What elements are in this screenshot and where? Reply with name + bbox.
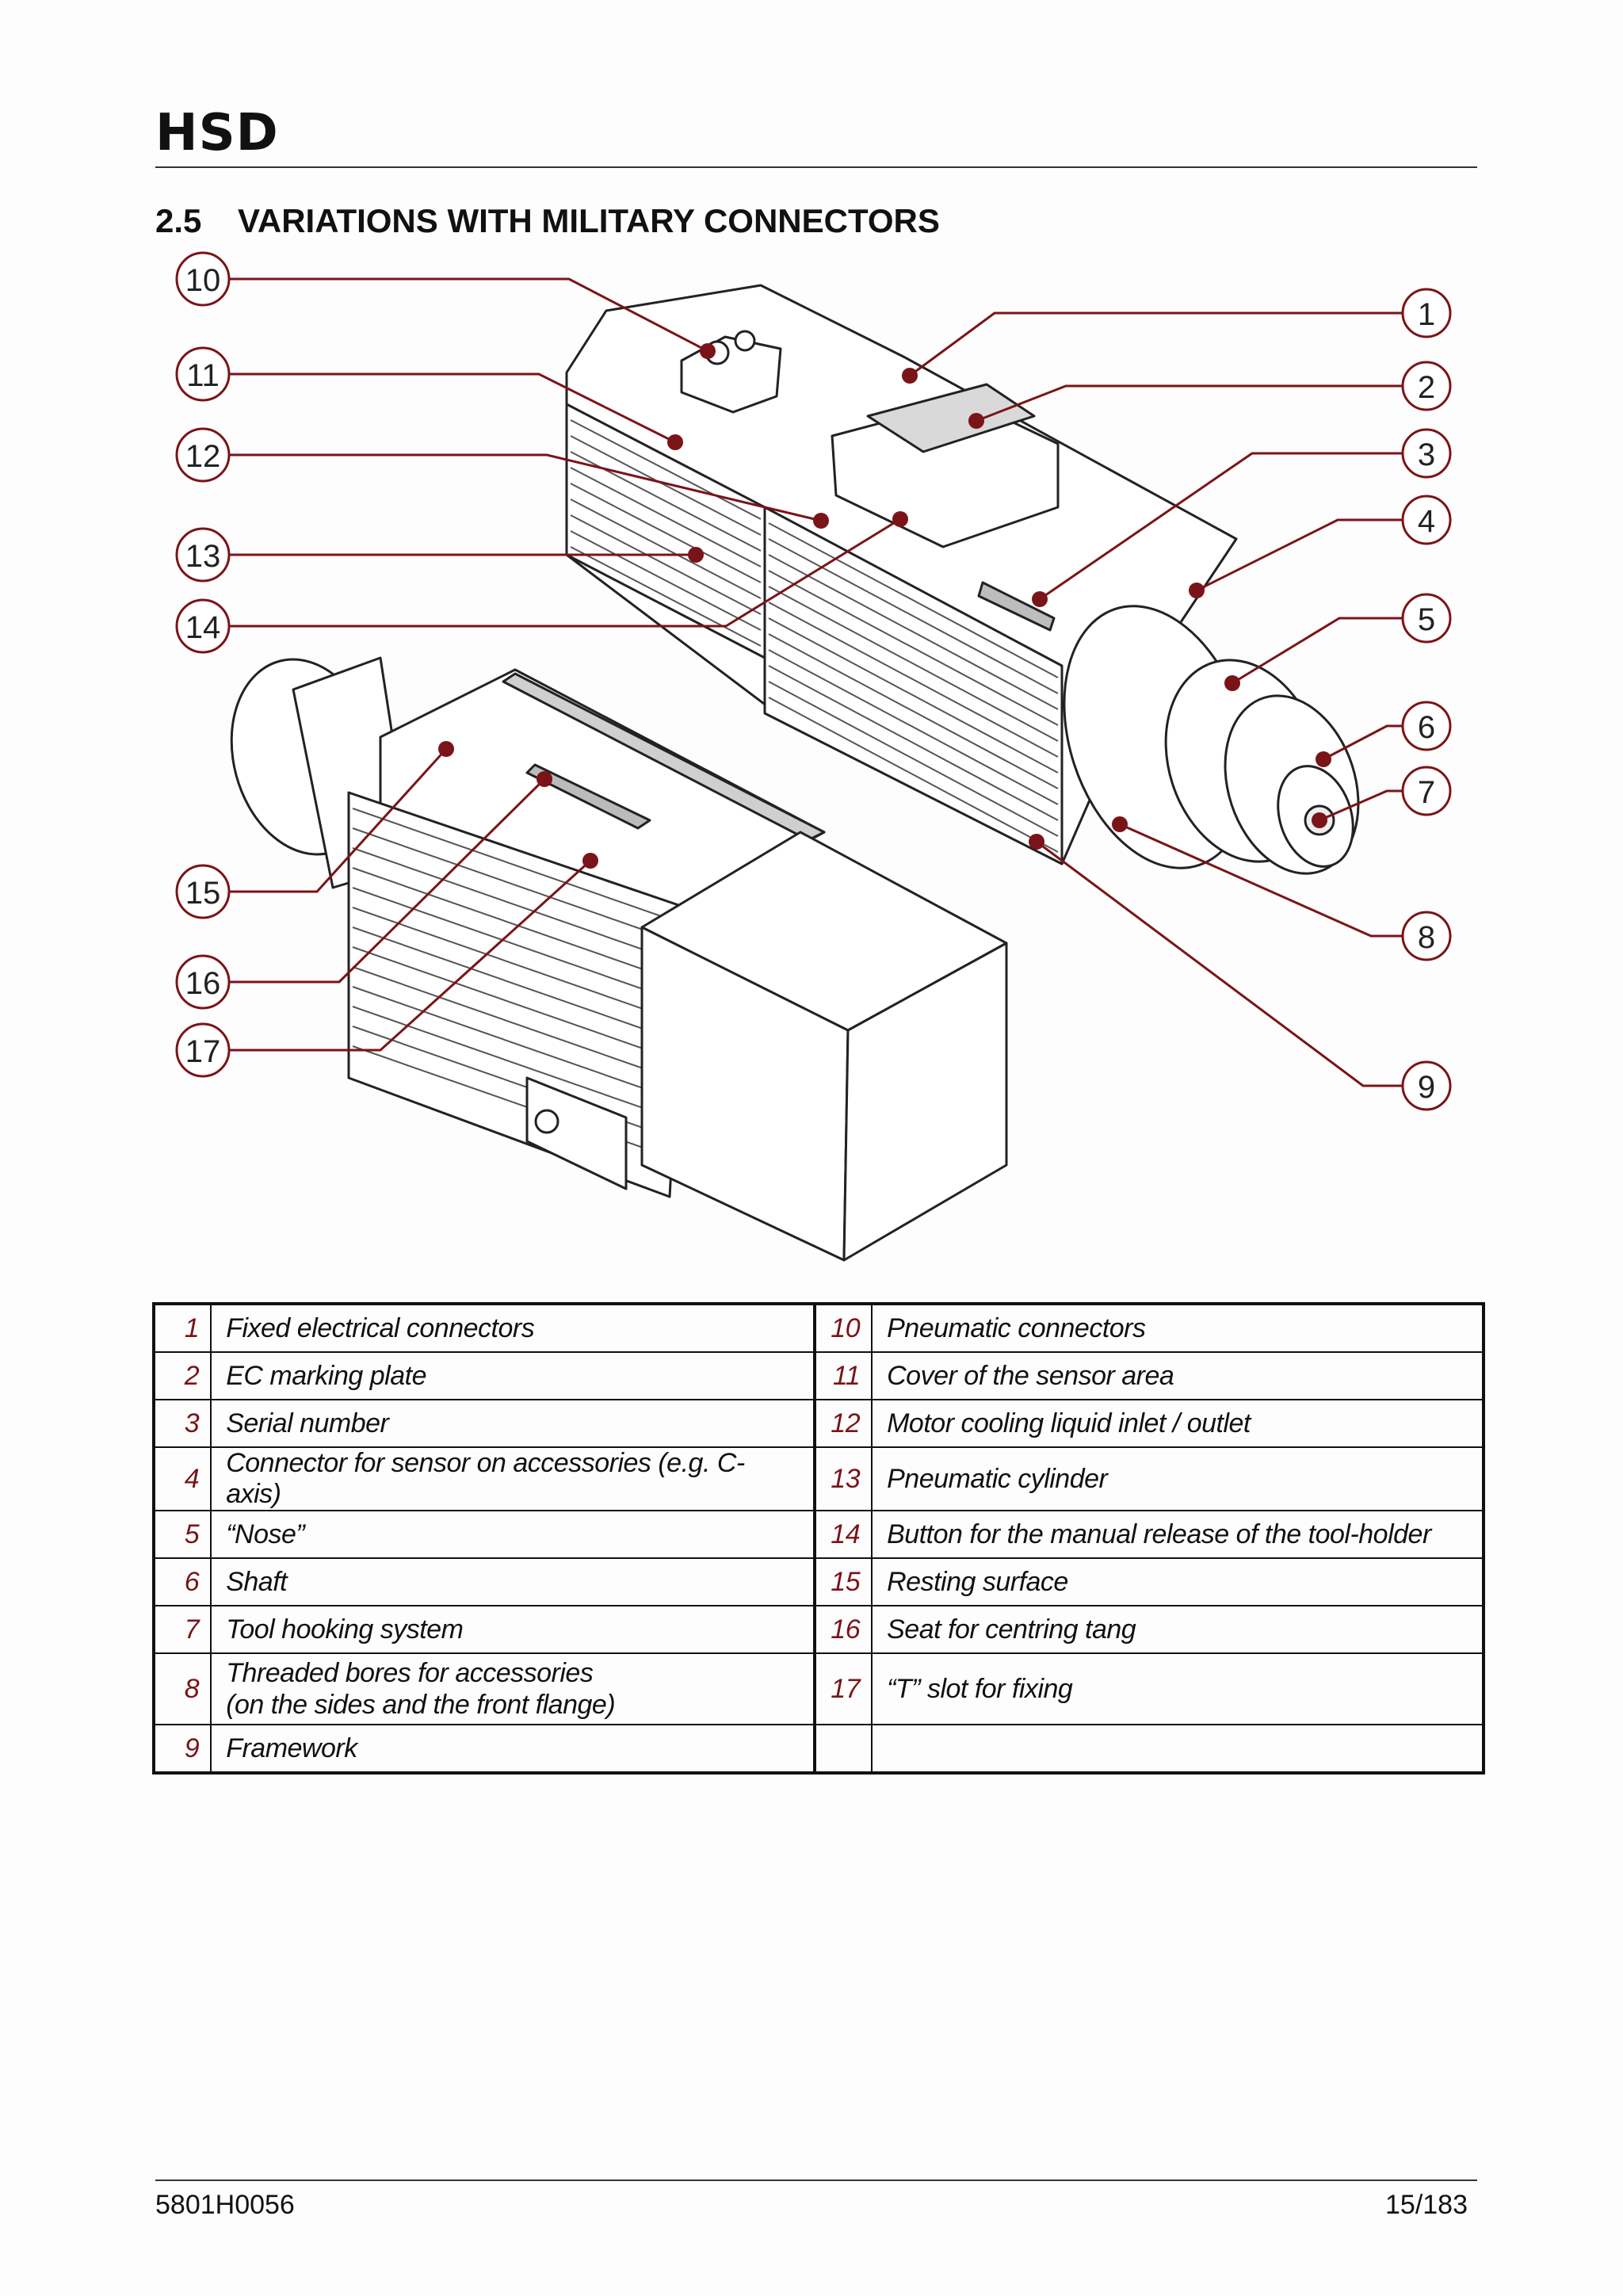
item-number: 15: [813, 1557, 873, 1606]
item-number: 13: [813, 1446, 873, 1511]
callout-11: 11: [186, 358, 220, 393]
page-number: 15/183: [1385, 2190, 1468, 2220]
spindle-figure: 1 2 3 4 5 6 7 8 9 10 11 12 13 14 15 16 1…: [0, 246, 1623, 1284]
item-number: 14: [813, 1510, 873, 1559]
item-description-line2: (on the sides and the front flange): [226, 1690, 616, 1720]
main-fins: [768, 522, 1059, 853]
item-description: Connector for sensor on accessories (e.g…: [210, 1446, 816, 1511]
item-description: Resting surface: [871, 1557, 1484, 1606]
item-number: 8: [152, 1652, 212, 1725]
table-row: 1 Fixed electrical connectors 10 Pneumat…: [152, 1303, 1484, 1353]
item-description: Pneumatic cylinder: [871, 1446, 1484, 1511]
callout-3: 3: [1418, 437, 1435, 472]
item-description: Seat for centring tang: [871, 1605, 1484, 1654]
callout-1: 1: [1418, 297, 1435, 332]
table-row: 6 Shaft 15 Resting surface: [152, 1557, 1484, 1606]
upper-spindle-drawing: [565, 284, 1360, 875]
item-description: Motor cooling liquid inlet / outlet: [871, 1399, 1484, 1448]
callout-4: 4: [1418, 504, 1435, 539]
item-description: [871, 1724, 1484, 1774]
item-description-line1: Threaded bores for accessories: [226, 1658, 594, 1688]
item-description: Fixed electrical connectors: [210, 1303, 816, 1353]
item-number: 17: [813, 1652, 873, 1725]
table-row: 4 Connector for sensor on accessories (e…: [152, 1446, 1484, 1511]
callout-2: 2: [1418, 370, 1435, 405]
table-row: 7 Tool hooking system 16 Seat for centri…: [152, 1605, 1484, 1654]
header-rule: [155, 166, 1477, 168]
table-row: 5 “Nose” 14 Button for the manual releas…: [152, 1510, 1484, 1559]
callout-5: 5: [1418, 602, 1435, 637]
lower-spindle-drawing: [230, 656, 1008, 1262]
item-number: 9: [152, 1724, 212, 1774]
item-description: Shaft: [210, 1557, 816, 1606]
legend-table: 1 Fixed electrical connectors 10 Pneumat…: [152, 1302, 1485, 1775]
item-description: Button for the manual release of the too…: [871, 1510, 1484, 1559]
item-number: 7: [152, 1605, 212, 1654]
callout-13: 13: [185, 539, 221, 574]
callout-6: 6: [1418, 710, 1435, 745]
table-row: 9 Framework: [152, 1724, 1484, 1774]
item-number: 4: [152, 1446, 212, 1511]
callout-12: 12: [185, 439, 221, 474]
item-description: “Nose”: [210, 1510, 816, 1559]
callout-circles: [175, 251, 1452, 1111]
item-number: [813, 1724, 873, 1774]
callout-15: 15: [185, 876, 221, 911]
hsd-logo: HSD: [155, 104, 279, 162]
callout-8: 8: [1418, 920, 1435, 955]
item-description: EC marking plate: [210, 1351, 816, 1400]
callout-10: 10: [185, 263, 221, 298]
callout-14: 14: [185, 610, 221, 645]
item-number: 16: [813, 1605, 873, 1654]
table-row: 3 Serial number 12 Motor cooling liquid …: [152, 1399, 1484, 1448]
callout-9: 9: [1418, 1070, 1435, 1105]
table-row: 8 Threaded bores for accessories (on the…: [152, 1652, 1484, 1725]
callout-labels: 1 2 3 4 5 6 7 8 9 10 11 12 13 14 15 16 1…: [185, 263, 1435, 1105]
item-description: Threaded bores for accessories (on the s…: [210, 1652, 816, 1725]
item-number: 2: [152, 1351, 212, 1400]
item-description: Cover of the sensor area: [871, 1351, 1484, 1400]
item-number: 1: [152, 1303, 212, 1353]
table-row: 2 EC marking plate 11 Cover of the senso…: [152, 1351, 1484, 1400]
item-description: Pneumatic connectors: [871, 1303, 1484, 1353]
spindle-illustration: 1 2 3 4 5 6 7 8 9 10 11 12 13 14 15 16 1…: [175, 251, 1452, 1262]
item-description: Tool hooking system: [210, 1605, 816, 1654]
section-title-text: VARIATIONS WITH MILITARY CONNECTORS: [238, 202, 940, 239]
item-description: “T” slot for fixing: [871, 1652, 1484, 1725]
item-description: Serial number: [210, 1399, 816, 1448]
item-number: 10: [813, 1303, 873, 1353]
rear-fins: [570, 419, 762, 647]
footer-rule: [155, 2179, 1477, 2181]
callout-17: 17: [185, 1034, 221, 1069]
item-number: 12: [813, 1399, 873, 1448]
item-number: 11: [813, 1351, 873, 1400]
callout-7: 7: [1418, 775, 1435, 810]
callout-leaders: [230, 277, 1412, 1087]
item-description: Framework: [210, 1724, 816, 1774]
callout-dots: [438, 343, 1331, 869]
item-number: 3: [152, 1399, 212, 1448]
callout-16: 16: [185, 966, 221, 1001]
section-title: 2.5 VARIATIONS WITH MILITARY CONNECTORS: [155, 204, 940, 238]
lower-fins: [352, 808, 682, 1162]
item-number: 5: [152, 1510, 212, 1559]
item-number: 6: [152, 1557, 212, 1606]
section-number: 2.5: [155, 202, 202, 239]
document-code: 5801H0056: [155, 2190, 295, 2220]
